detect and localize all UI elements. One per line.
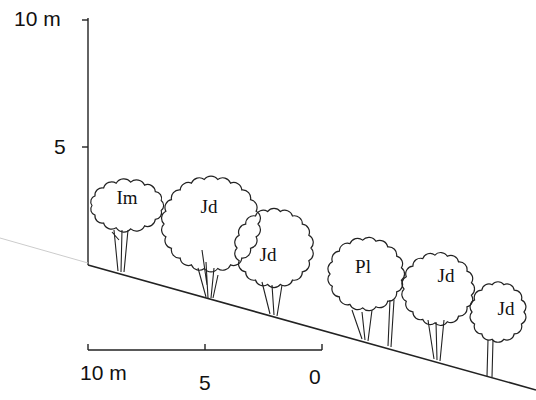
tree-crown: Jd <box>160 175 262 273</box>
crown-outline <box>235 208 313 287</box>
scale-label: 10 m <box>80 362 127 383</box>
scale-label: 0 <box>309 366 321 387</box>
species-code: Jd <box>199 196 220 217</box>
crown-outline <box>91 179 164 232</box>
scale-tick <box>87 344 88 350</box>
tree-crown: Jd <box>468 280 528 344</box>
axis-tick <box>82 146 88 147</box>
tree-crown: Jd <box>233 207 315 289</box>
scale-tick <box>204 344 205 350</box>
scale-tick <box>321 344 322 350</box>
height-axis <box>87 18 88 265</box>
crown-outline <box>402 253 475 326</box>
axis-label: 10 m <box>14 8 61 29</box>
axis-label: 5 <box>54 136 66 157</box>
crown-outline <box>470 282 526 342</box>
species-code: Jd <box>436 265 457 286</box>
scale-label: 5 <box>199 372 211 393</box>
species-code: Im <box>114 187 139 208</box>
tree-crown: Jd <box>400 251 476 327</box>
species-code: Jd <box>258 244 279 265</box>
crown-outline <box>400 251 476 327</box>
crown-outline <box>160 175 262 273</box>
tree-crown: Im <box>88 178 166 233</box>
ground-line <box>88 265 536 390</box>
crown-outline <box>328 237 405 310</box>
axis-tick <box>82 19 88 20</box>
species-code: Pl <box>353 256 373 277</box>
species-code: Jd <box>496 298 517 319</box>
tree-crown: Pl <box>326 236 406 312</box>
faint-ground <box>0 238 88 263</box>
tree-trunks <box>112 230 493 377</box>
